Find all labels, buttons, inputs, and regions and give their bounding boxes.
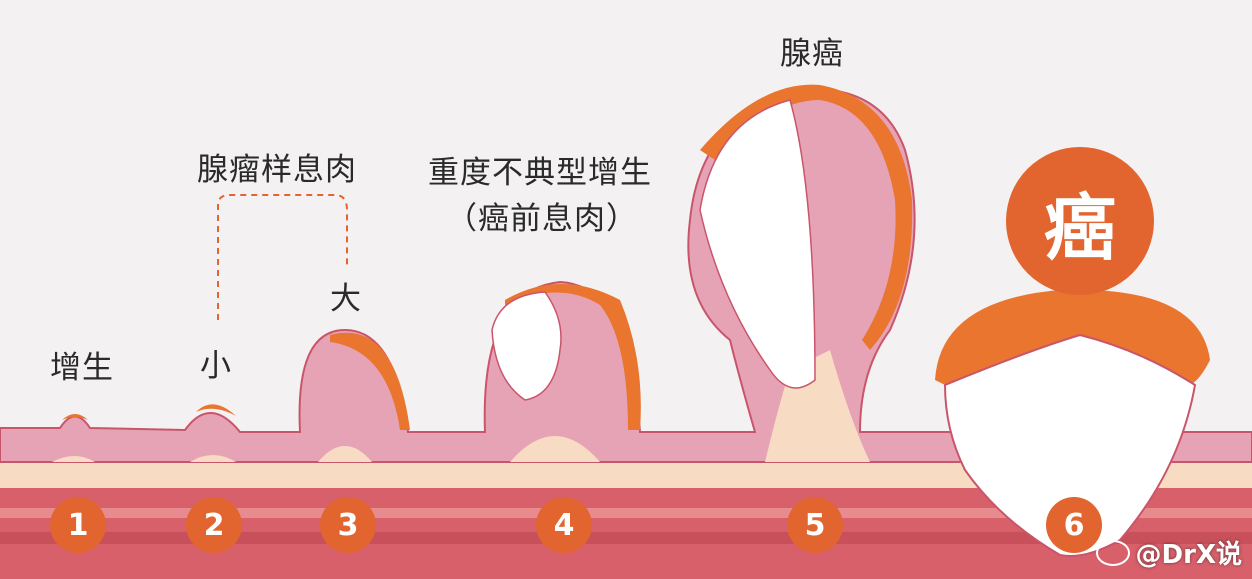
label-severe-dysplasia: 重度不典型增生 [428,155,652,191]
step-number-2: 2 [186,497,242,553]
muscle-stripe [0,532,1252,544]
watermark: @DrX说 [1095,534,1242,571]
label-adenomatous-polyp: 腺瘤样息肉 [197,152,357,188]
stalk-core [510,436,600,462]
label-adenocarcinoma: 腺癌 [780,36,844,72]
weibo-icon [1095,539,1130,566]
size-bracket [217,194,348,320]
label-small: 小 [200,348,232,384]
dysplasia-white [491,291,562,401]
cancer-badge: 癌 [1006,147,1154,295]
step-number-5: 5 [787,497,843,553]
muscle-stripe [0,508,1252,518]
label-hyperplasia: 增生 [50,350,114,386]
stalk-core [52,456,95,462]
step-number-4: 4 [536,497,592,553]
adenocarcinoma-white [699,99,816,389]
cancer-mass [943,333,1197,557]
step-number-3: 3 [320,497,376,553]
polyp-crust [196,404,236,416]
label-precancerous-polyp: （癌前息肉） [446,201,638,237]
polyp-crust [62,414,88,420]
watermark-text: @DrX说 [1135,540,1242,570]
stalk-core [190,455,236,462]
step-number-1: 1 [50,497,106,553]
polyp-crust [330,332,410,430]
mucosa-band [0,87,1252,463]
stalk-core [318,446,372,462]
label-large: 大 [330,281,362,317]
step-number-6: 6 [1046,497,1102,553]
